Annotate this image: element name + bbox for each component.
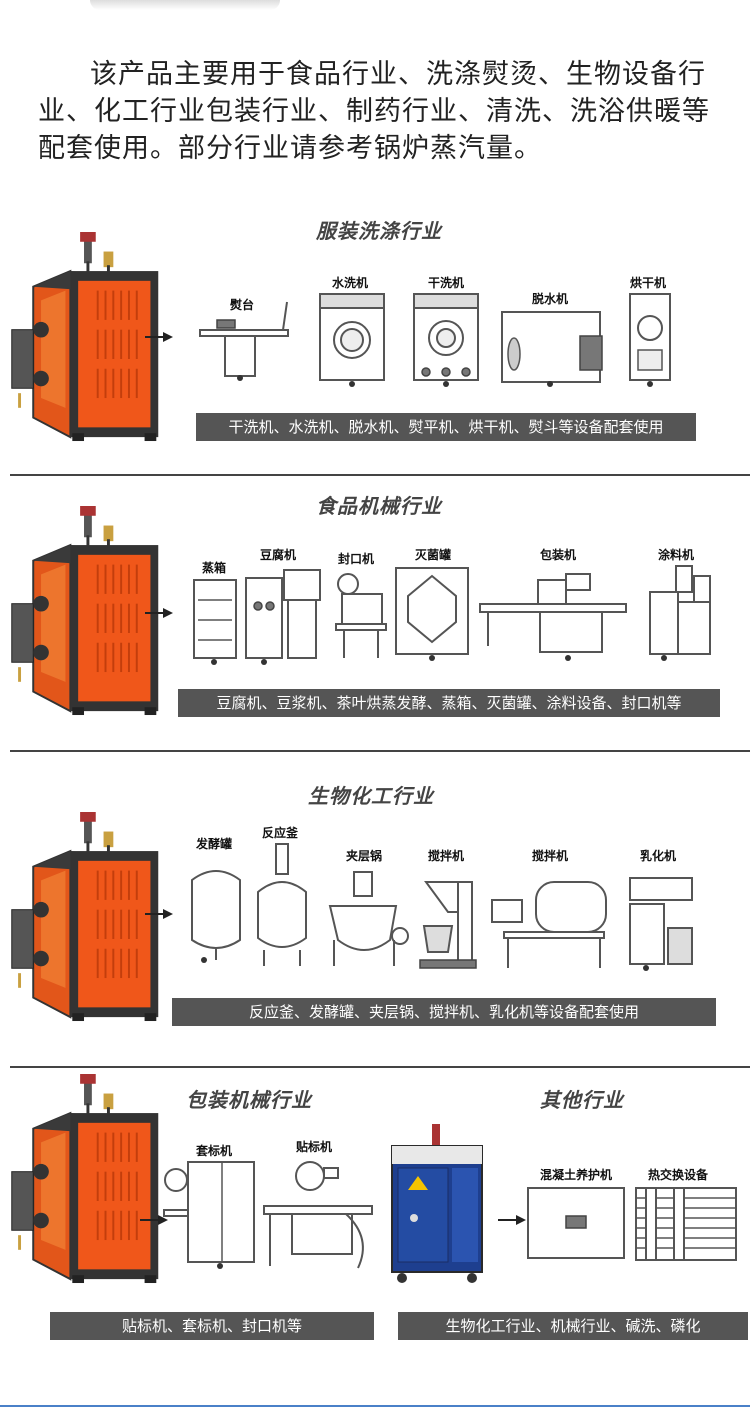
caption-packaging: 贴标机、套标机、封口机等 — [50, 1312, 374, 1340]
machine-label-fermenter: 发酵罐 — [196, 837, 233, 851]
machine-label-washer: 水洗机 — [332, 276, 369, 290]
machine-label-sterilizer: 灭菌罐 — [415, 548, 452, 562]
machine-drawing-packer — [479, 573, 627, 661]
section-title-food: 食品机械行业 — [316, 494, 442, 518]
section-title-other: 其他行业 — [540, 1088, 624, 1112]
section-title-packaging: 包装机械行业 — [186, 1088, 312, 1112]
machine-drawing-sterilizer — [395, 567, 469, 661]
machine-label-sealer: 封口机 — [338, 552, 375, 566]
caption-other: 生物化工行业、机械行业、碱洗、磷化 — [398, 1312, 748, 1340]
machine-label-dry-cleaner: 干洗机 — [428, 276, 465, 290]
boiler-image — [10, 506, 160, 716]
machine-label-ironing-table: 熨台 — [230, 298, 255, 312]
machine-label-packer: 包装机 — [540, 548, 577, 562]
machine-drawing-washer — [319, 293, 385, 387]
machine-drawing-heat-exchanger — [635, 1187, 737, 1261]
machine-drawing-mixer-2 — [491, 881, 607, 968]
machine-drawing-coater — [649, 565, 711, 661]
machine-label-tofu-machine: 豆腐机 — [260, 548, 297, 562]
intro-paragraph: 该产品主要用于食品行业、洗涤熨烫、生物设备行业、化工行业包装行业、制药行业、清洗… — [38, 56, 728, 167]
boiler-image — [10, 232, 160, 442]
section-divider — [10, 1066, 750, 1068]
arrow-icon — [145, 908, 173, 920]
section-title-biochem: 生物化工行业 — [308, 784, 434, 808]
machine-drawing-jacketed-kettle — [328, 871, 409, 966]
machine-label-coater: 涂料机 — [658, 548, 695, 562]
steam-generator-image — [391, 1124, 483, 1283]
machine-label-mixer-1: 搅拌机 — [428, 849, 465, 863]
machine-label-jacketed-kettle: 夹层锅 — [346, 849, 383, 863]
machine-drawing-sealer — [335, 573, 387, 658]
machine-drawing-ironing-table — [199, 301, 289, 381]
caption-biochem: 反应釜、发酵罐、夹层锅、搅拌机、乳化机等设备配套使用 — [172, 998, 716, 1026]
machine-label-sleeve-labeler: 套标机 — [196, 1144, 233, 1158]
section-title-laundry: 服装洗涤行业 — [316, 219, 442, 243]
machine-drawing-dry-cleaner — [413, 293, 479, 387]
boiler-image — [10, 812, 160, 1022]
machine-drawing-tofu-machine — [245, 569, 321, 665]
machine-drawing-reactor — [257, 843, 307, 966]
machine-label-emulsifier: 乳化机 — [640, 849, 677, 863]
arrow-icon — [145, 331, 173, 343]
machine-label-heat-exchanger: 热交换设备 — [648, 1168, 709, 1182]
machine-label-spin-dryer: 脱水机 — [532, 292, 569, 306]
top-decoration — [90, 0, 280, 10]
machine-label-reactor: 反应釜 — [262, 826, 299, 840]
machine-label-tumble-dryer: 烘干机 — [630, 276, 667, 290]
machine-label-mixer-2: 搅拌机 — [532, 849, 569, 863]
machine-drawing-emulsifier — [629, 877, 693, 971]
intro-text: 该产品主要用于食品行业、洗涤熨烫、生物设备行业、化工行业包装行业、制药行业、清洗… — [38, 59, 710, 164]
caption-food: 豆腐机、豆浆机、茶叶烘蒸发酵、蒸箱、灭菌罐、涂料设备、封口机等 — [178, 689, 720, 717]
machine-label-concrete-curing: 混凝土养护机 — [540, 1168, 613, 1182]
machine-drawing-steamer — [193, 579, 237, 665]
section-divider — [10, 750, 750, 752]
arrow-icon — [145, 607, 173, 619]
bottom-border — [0, 1405, 750, 1407]
machine-label-steamer: 蒸箱 — [202, 561, 227, 575]
machine-drawing-fermenter — [191, 870, 241, 963]
machine-label-labeler: 贴标机 — [296, 1140, 333, 1154]
machine-drawing-spin-dryer — [501, 311, 603, 387]
machine-drawing-labeler — [263, 1161, 373, 1269]
machine-drawing-concrete-curing — [527, 1187, 625, 1259]
boiler-image — [10, 1074, 160, 1284]
arrow-icon — [498, 1214, 526, 1226]
machine-drawing-sleeve-labeler — [163, 1161, 255, 1269]
caption-laundry: 干洗机、水洗机、脱水机、熨平机、烘干机、熨斗等设备配套使用 — [196, 413, 696, 441]
machine-drawing-mixer-1 — [419, 881, 477, 969]
machine-drawing-tumble-dryer — [629, 293, 671, 387]
section-divider — [10, 474, 750, 476]
